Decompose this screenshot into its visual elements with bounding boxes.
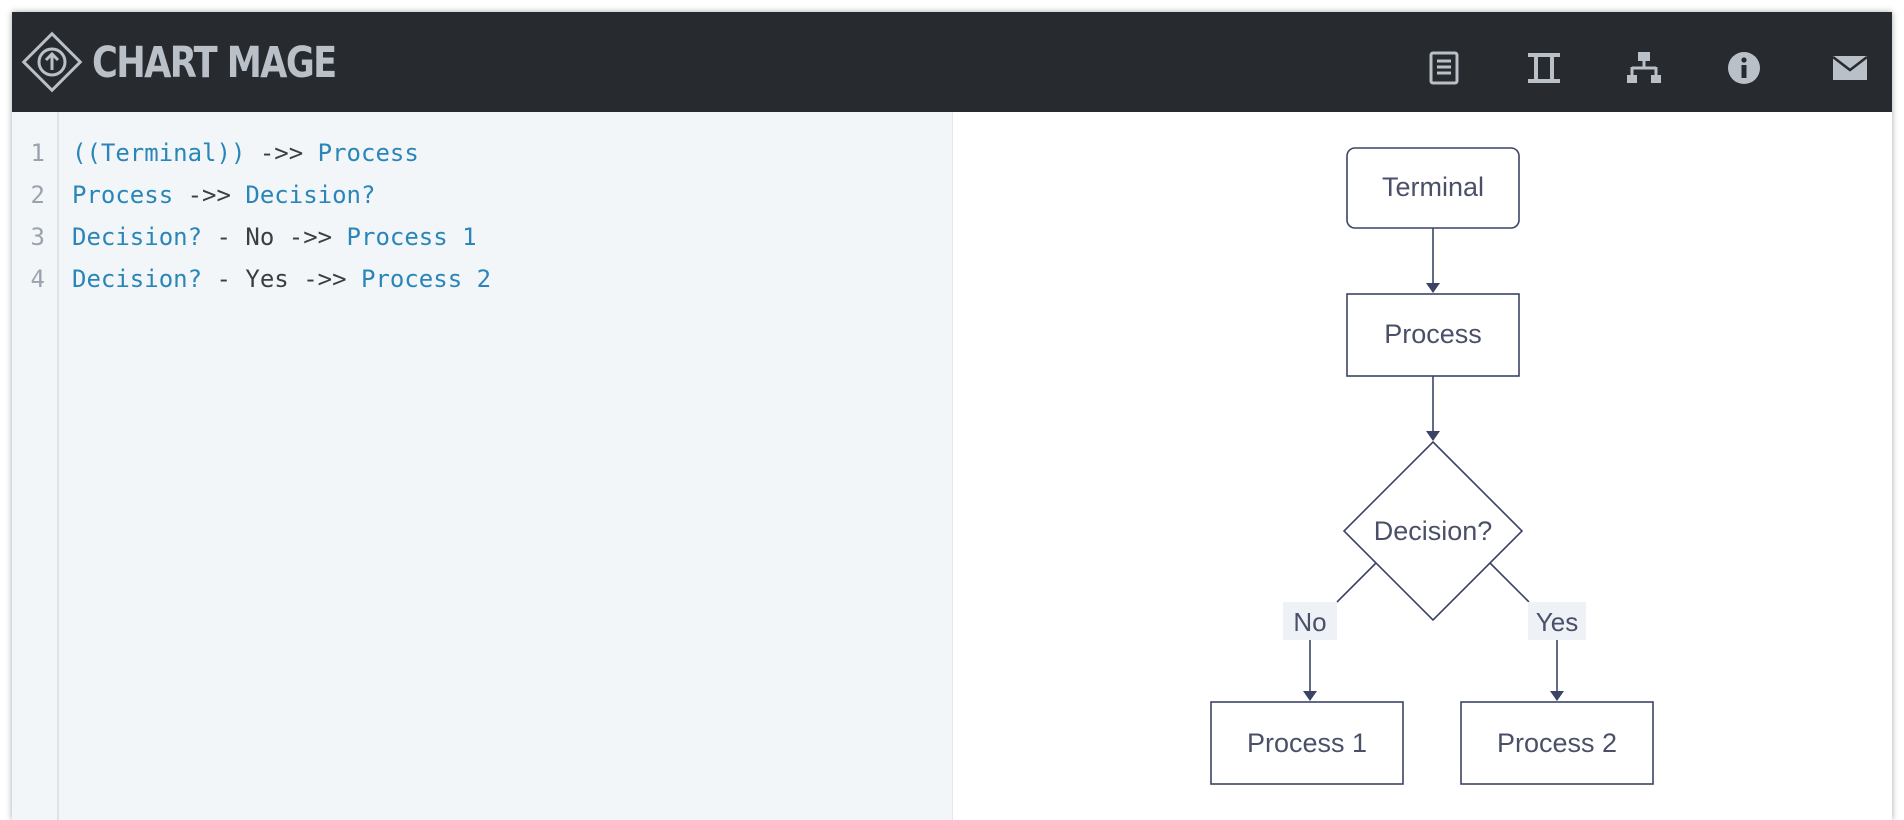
process1-node[interactable] bbox=[1210, 701, 1404, 785]
chartmage-logo-icon[interactable] bbox=[20, 30, 84, 94]
line-number-gutter: 1 2 3 4 bbox=[12, 112, 59, 820]
process2-node-label: Process 2 bbox=[1497, 728, 1617, 758]
edge-label-yes-bg bbox=[1528, 602, 1586, 640]
code-token: ->> bbox=[245, 139, 318, 167]
document-icon[interactable] bbox=[1424, 48, 1464, 88]
code-token: Decision? bbox=[72, 223, 203, 251]
code-token: Process bbox=[317, 139, 419, 167]
process1-node-label: Process 1 bbox=[1247, 728, 1367, 758]
mail-icon[interactable] bbox=[1830, 48, 1870, 88]
code-token: Process bbox=[72, 181, 174, 209]
code-token: - Yes ->> bbox=[202, 265, 361, 293]
code-token: Decision? bbox=[245, 181, 376, 209]
code-editor[interactable]: 1 2 3 4 ((Terminal)) ->> Process Process… bbox=[12, 112, 953, 820]
edge-decision-no bbox=[1336, 562, 1377, 603]
code-line[interactable]: Decision? - No ->> Process 1 bbox=[72, 216, 477, 258]
app-title: CHART MAGE bbox=[92, 38, 337, 88]
decision-node[interactable] bbox=[1342, 440, 1524, 622]
flowchart-preview: Terminal Process Decision? No Yes Pro bbox=[953, 112, 1892, 820]
edge-label-yes: Yes bbox=[1536, 607, 1578, 637]
edge-label-no-bg bbox=[1283, 602, 1337, 640]
code-line[interactable]: Decision? - Yes ->> Process 2 bbox=[72, 258, 491, 300]
code-token: - No ->> bbox=[202, 223, 347, 251]
code-token: Decision? bbox=[72, 265, 203, 293]
code-token: Process 1 bbox=[346, 223, 477, 251]
code-line[interactable]: ((Terminal)) ->> Process bbox=[72, 132, 419, 174]
flowchart-diagram: Terminal Process Decision? No Yes Pro bbox=[1210, 147, 1654, 785]
app-window: CHART MAGE bbox=[12, 12, 1892, 820]
line-number: 4 bbox=[30, 265, 45, 293]
process2-node[interactable] bbox=[1460, 701, 1654, 785]
line-number: 2 bbox=[30, 181, 45, 209]
process-node-label: Process bbox=[1384, 319, 1482, 349]
line-number: 3 bbox=[30, 223, 45, 251]
code-token: Process 2 bbox=[361, 265, 492, 293]
edge-decision-yes bbox=[1489, 562, 1530, 603]
edge-label-no: No bbox=[1293, 607, 1326, 637]
columns-icon[interactable] bbox=[1524, 48, 1564, 88]
decision-node-label: Decision? bbox=[1374, 516, 1493, 546]
header-bar: CHART MAGE bbox=[12, 12, 1892, 112]
line-number: 1 bbox=[30, 139, 45, 167]
terminal-node-label: Terminal bbox=[1382, 172, 1484, 202]
flowchart-icon[interactable] bbox=[1624, 48, 1664, 88]
code-line[interactable]: Process ->> Decision? bbox=[72, 174, 375, 216]
info-icon[interactable] bbox=[1724, 48, 1764, 88]
process-node[interactable] bbox=[1346, 293, 1520, 377]
code-token: ((Terminal)) bbox=[72, 139, 246, 167]
code-token: ->> bbox=[173, 181, 246, 209]
